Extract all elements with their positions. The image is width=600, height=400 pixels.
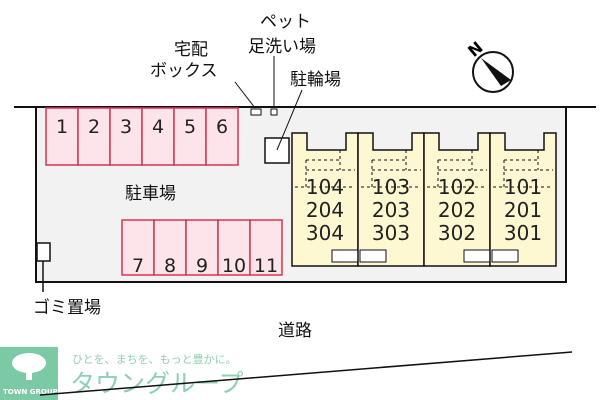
- parking-space: [249, 219, 283, 276]
- room-number: 103: [372, 175, 410, 199]
- pet-wash-label: 足洗い場: [248, 37, 316, 57]
- unit-outline: [489, 132, 557, 267]
- parking-space: [217, 219, 251, 276]
- unit-dashed-lines: [427, 150, 487, 188]
- parking-space: [45, 107, 79, 166]
- delivery-box: [250, 108, 262, 116]
- leader-line: [234, 81, 256, 109]
- parking-space-number: 9: [196, 255, 208, 277]
- tree-icon: [12, 353, 46, 373]
- parking-space: [185, 219, 219, 276]
- parking-space-number: 2: [88, 116, 100, 138]
- room-number: 202: [438, 198, 476, 222]
- bicycle-shed: [264, 137, 290, 164]
- unit-entrance: [463, 249, 491, 263]
- room-number: 201: [504, 198, 542, 222]
- room-number: 204: [306, 198, 344, 222]
- unit-entrance: [331, 249, 359, 263]
- leader-line: [276, 89, 303, 151]
- compass: N: [464, 38, 514, 93]
- pet-wash-label: ペット: [260, 12, 311, 32]
- room-number: 101: [504, 175, 542, 199]
- parking-lot-label: 駐車場: [125, 184, 176, 204]
- road-label: 道路: [278, 321, 312, 341]
- road-edge-line: [39, 351, 573, 396]
- parking-space-number: 6: [216, 116, 228, 138]
- logo-slogan: ひとを、まちを、もっと豊かに。: [72, 353, 237, 366]
- room-number: 203: [372, 198, 410, 222]
- room-number: 301: [504, 221, 542, 245]
- logo-name: タウングループ: [70, 369, 244, 398]
- room-number: 102: [438, 175, 476, 199]
- parking-space-number: 1: [56, 116, 68, 138]
- unit-dashed-lines: [295, 150, 355, 188]
- parking-space-number: 3: [120, 116, 132, 138]
- unit-dashed-lines: [493, 150, 553, 188]
- parking-space: [77, 107, 111, 166]
- delivery-box-label: 宅配: [174, 40, 208, 60]
- parking-space-number: 8: [164, 255, 176, 277]
- unit-dashed-lines: [361, 150, 421, 188]
- room-number: 104: [306, 175, 344, 199]
- parking-space: [153, 219, 187, 276]
- parking-space-number: 7: [132, 255, 144, 277]
- logo-en: TOWN GROUP: [3, 388, 58, 396]
- logo: TOWN GROUP ひとを、まちを、もっと豊かに。 タウングループ: [0, 347, 244, 400]
- room-number: 304: [306, 221, 344, 245]
- room-number: 303: [372, 221, 410, 245]
- unit-entrance: [491, 249, 519, 263]
- garbage-label: ゴミ置場: [33, 297, 101, 318]
- parking-space: [205, 107, 239, 166]
- parking-space-number: 4: [152, 116, 164, 138]
- pet-wash: [270, 108, 278, 116]
- parking-space-number: 11: [254, 255, 278, 277]
- garbage-area: [36, 242, 51, 262]
- parking-space-number: 5: [184, 116, 196, 138]
- delivery-box-label: ボックス: [150, 61, 218, 81]
- parking-space-number: 10: [222, 255, 246, 277]
- tree-trunk: [26, 366, 32, 380]
- bicycle-parking-label: 駐輪場: [290, 70, 341, 90]
- north-arrow-icon: [481, 58, 511, 86]
- unit-entrance: [359, 249, 387, 263]
- room-number: 302: [438, 221, 476, 245]
